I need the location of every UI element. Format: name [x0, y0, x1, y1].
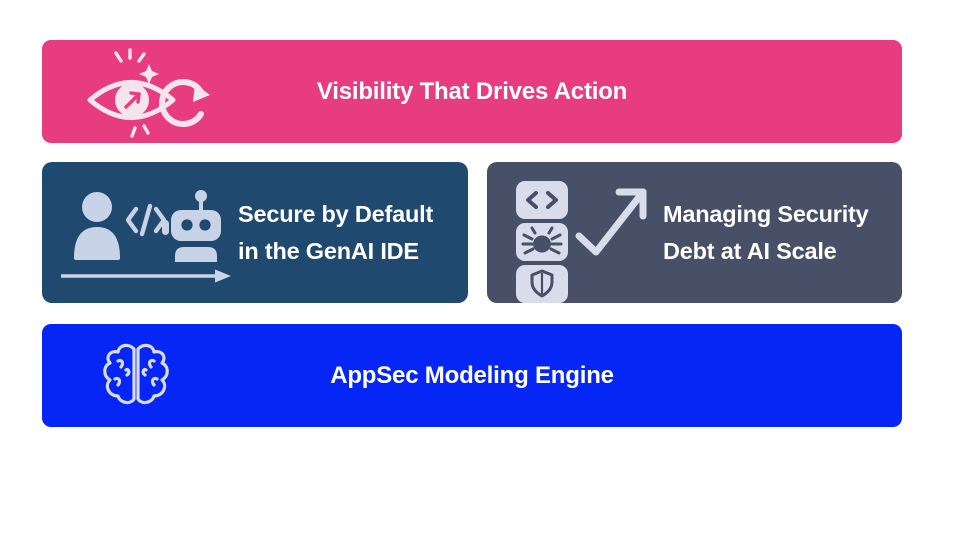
card-secure-default-line1: Secure by Default: [238, 200, 434, 227]
code-icon: [125, 202, 167, 243]
chip-stack: [515, 181, 569, 308]
eye-icon: [87, 80, 176, 120]
pupil-arrow-icon: [124, 91, 141, 109]
star-icon: [139, 64, 159, 84]
banner-appsec: AppSec Modeling Engine: [42, 324, 902, 427]
refresh-icon: [159, 79, 210, 127]
card-security-debt: Managing Security Debt at AI Scale: [487, 162, 902, 303]
banner-visibility-title: Visibility That Drives Action: [316, 77, 628, 105]
code-chip-icon: [516, 181, 568, 219]
card-secure-default-title: Secure by Default in the GenAI IDE: [238, 162, 433, 303]
card-secure-default: Secure by Default in the GenAI IDE: [42, 162, 468, 303]
brain-icon: [102, 341, 170, 414]
sparkle-rays-icon: [114, 48, 146, 63]
banner-appsec-title: AppSec Modeling Engine: [330, 361, 614, 389]
robot-icon: [160, 188, 230, 269]
card-security-debt-title: Managing Security Debt at AI Scale: [663, 162, 869, 303]
person-icon: [72, 192, 122, 265]
bug-chip-icon: [516, 223, 568, 261]
eye-sparkle-refresh-icon: [85, 48, 211, 143]
card-secure-default-line2: in the GenAI IDE: [238, 237, 419, 264]
shield-chip-icon: [516, 265, 568, 303]
card-security-debt-line2: Debt at AI Scale: [663, 237, 837, 264]
banner-visibility: Visibility That Drives Action: [42, 40, 902, 143]
trend-up-icon: [575, 182, 655, 267]
card-security-debt-line1: Managing Security: [663, 200, 869, 227]
arrow-right-icon: [60, 268, 232, 289]
